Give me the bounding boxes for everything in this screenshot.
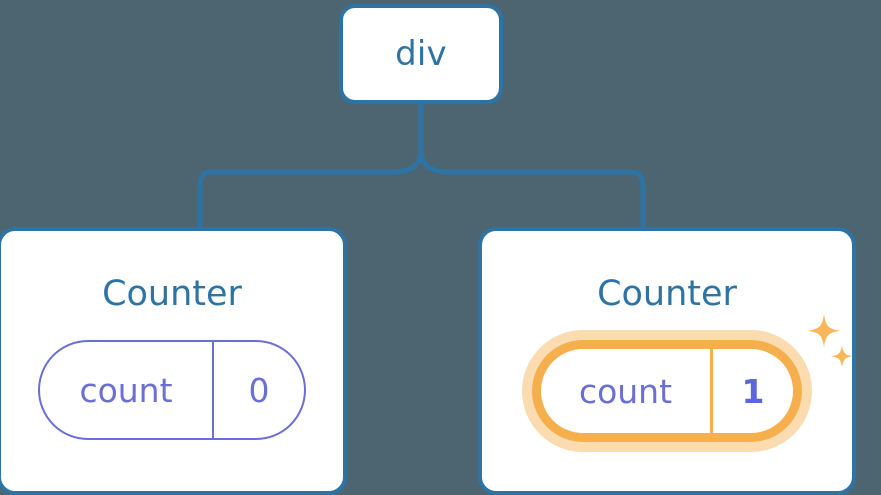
node-div[interactable]: div [339, 4, 503, 104]
state-pill-left[interactable]: count 0 [38, 340, 306, 440]
sparkle-large-icon [807, 314, 841, 348]
node-counter-right[interactable]: Counter count 1 [478, 227, 856, 495]
connector-edge-left [197, 147, 424, 230]
node-div-label: div [395, 34, 447, 74]
node-counter-right-title: Counter [597, 274, 737, 314]
state-pill-left-value: 0 [248, 370, 270, 410]
node-counter-left[interactable]: Counter count 0 [0, 227, 347, 495]
state-pill-left-wrap: count 0 [38, 340, 306, 440]
state-pill-right-key: count [541, 349, 713, 433]
sparkle-small-icon [830, 345, 854, 368]
state-pill-right-value: 1 [741, 371, 765, 411]
node-counter-left-title: Counter [102, 274, 242, 314]
connector-edge-right [418, 147, 646, 230]
state-pill-right[interactable]: count 1 [532, 340, 802, 442]
state-pill-right-wrap: count 1 [522, 314, 854, 452]
state-pill-left-key: count [40, 342, 214, 438]
